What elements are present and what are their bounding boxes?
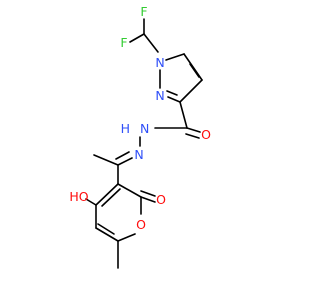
bond-c3-n2 [167,96,181,103]
bond-c2-o-carbonyl-double [140,190,156,197]
atom-o-ring: O [136,217,146,232]
bond-cf-left [129,33,145,43]
atom-f-top: F [140,4,147,19]
atom-o-hydroxy: HO [69,189,88,204]
atom-o-amide: O [201,127,211,142]
bond-c4-c3-double [101,188,121,207]
molecule-canvas: F F N N O N H N HO O O [69,4,211,269]
bond-c6-c5 [95,227,119,242]
bond-c-o-amide [186,127,201,133]
bond-c3-camide [179,101,188,129]
bond-c5-c4-double [189,63,200,78]
bond-c4-c3 [95,183,119,206]
bond-c-methyl [93,154,119,166]
bond-c6-c5-double [97,223,115,235]
bond-c3-c2 [117,183,142,198]
atom-n2: N [155,88,164,103]
bond-c4-c3 [179,79,203,103]
bond-c4-oh [85,198,97,206]
bond-n-c-imine [117,157,133,166]
bond-o1-c6 [117,233,136,242]
structure-drawing: F F N N O N H N HO O O [69,4,211,269]
atom-label-layer: F F N N O N H N HO O O [69,4,211,232]
atom-nh-amide: N [140,121,149,136]
bond-c-o-amide-double [185,133,200,139]
bond-layer [85,18,203,269]
bond-c-n1 [143,33,159,53]
atom-f-left: F [120,35,127,50]
atom-h-amide: H [121,121,130,136]
bond-c2-o-carbonyl [140,196,156,203]
atom-n-imine: N [134,147,143,162]
bond-n-c-imine-double [115,151,130,160]
bond-c3-n2-double [166,90,178,96]
bond-n1-c5 [165,53,185,61]
atom-n1: N [155,55,164,70]
atom-o-carbonyl: O [156,192,166,207]
